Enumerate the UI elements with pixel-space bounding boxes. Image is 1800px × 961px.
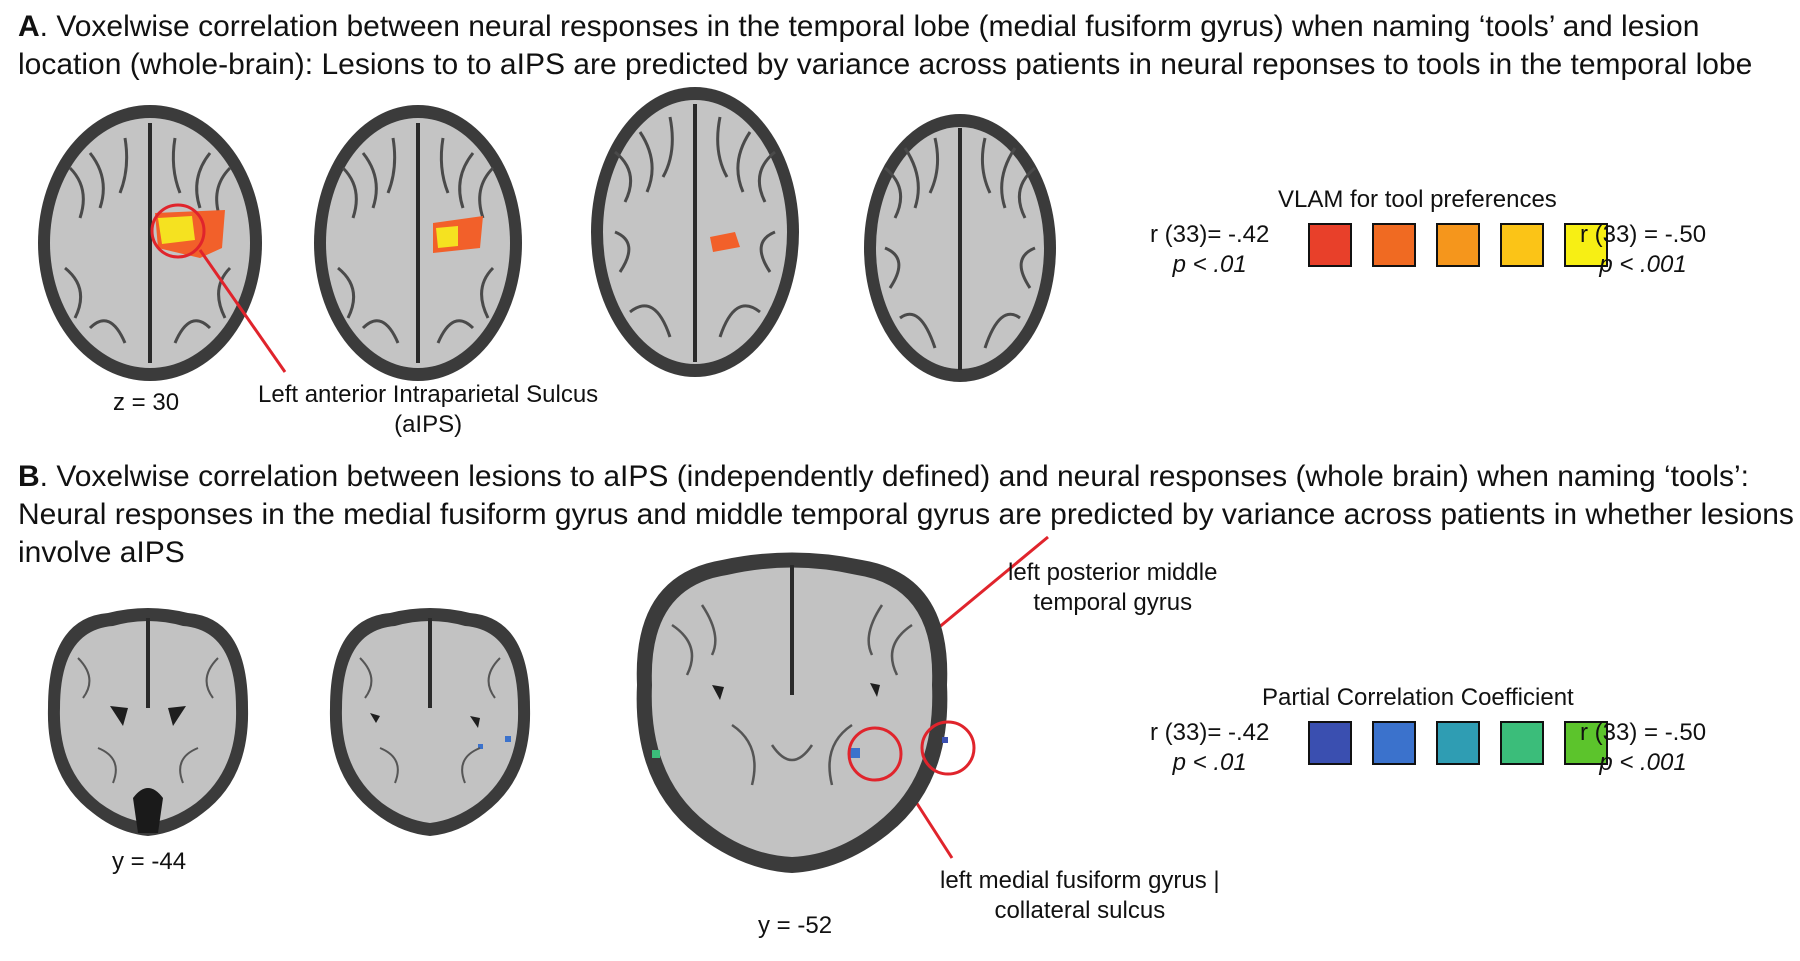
fusiform-annotation: left medial fusiform gyrus | collateral … (940, 866, 1220, 926)
panel-a-caption-text: . Voxelwise correlation between neural r… (18, 10, 1753, 81)
scale-b-right-p: p < .001 (1599, 749, 1687, 776)
scale-a-right-r: r (33) = -.50 (1580, 221, 1707, 248)
mtg-annotation-line2: temporal gyrus (1033, 589, 1193, 616)
scale-a-swatch (1372, 223, 1416, 267)
scale-a-right-stat: r (33) = -.50 p < .001 (1580, 220, 1706, 280)
axial-slice-2 (314, 105, 522, 381)
scale-b-right-stat: r (33) = -.50 p < .001 (1580, 718, 1706, 778)
slice-label-y-52: y = -52 (758, 912, 833, 939)
slice-label-y-44: y = -44 (112, 848, 187, 875)
scale-a-swatch (1500, 223, 1544, 267)
scale-b-swatches (1308, 721, 1608, 765)
scale-b-swatch (1500, 721, 1544, 765)
panel-b-caption-text: . Voxelwise correlation between lesions … (18, 460, 1794, 569)
panel-b-letter: B (18, 460, 40, 493)
panel-b-caption: B. Voxelwise correlation between lesions… (18, 458, 1798, 572)
mtg-annotation-line1: left posterior middle (1008, 559, 1218, 586)
aips-annotation-line1: Left anterior Intraparietal Sulcus (258, 381, 599, 408)
scale-a-swatches (1308, 223, 1608, 267)
mtg-annotation: left posterior middle temporal gyrus (1008, 558, 1217, 618)
aips-annotation-line2: (aIPS) (394, 411, 463, 438)
axial-slice-3 (591, 87, 799, 377)
panel-a-caption: A. Voxelwise correlation between neural … (18, 8, 1798, 84)
slice-label-z30: z = 30 (113, 389, 180, 416)
scale-a-swatch (1564, 223, 1608, 267)
scale-b-swatch (1308, 721, 1352, 765)
scale-a-left-r: r (33)= -.42 (1150, 221, 1270, 248)
panel-a-letter: A (18, 10, 40, 43)
coronal-slice-3 (636, 552, 948, 873)
scale-b-swatch (1372, 721, 1416, 765)
aips-annotation: Left anterior Intraparietal Sulcus (aIPS… (258, 380, 598, 440)
scale-b-swatch (1564, 721, 1608, 765)
scale-b-title: Partial Correlation Coefficient (1262, 684, 1574, 711)
scale-b-right-r: r (33) = -.50 (1580, 719, 1707, 746)
fusiform-annotation-line2: collateral sulcus (994, 897, 1166, 924)
axial-slice-4 (864, 114, 1056, 382)
scale-a-swatch (1308, 223, 1352, 267)
scale-a-left-stat: r (33)= -.42 p < .01 (1150, 220, 1269, 280)
scale-a-swatch (1436, 223, 1480, 267)
scale-b-left-r: r (33)= -.42 (1150, 719, 1270, 746)
scale-b-swatch (1436, 721, 1480, 765)
fusiform-annotation-line1: left medial fusiform gyrus | (940, 867, 1220, 894)
axial-slice-1 (38, 105, 262, 381)
scale-a-title: VLAM for tool preferences (1278, 186, 1557, 213)
scale-b-left-p: p < .01 (1172, 749, 1247, 776)
coronal-slice-1 (47, 608, 249, 836)
scale-a-left-p: p < .01 (1172, 251, 1247, 278)
coronal-slice-2 (329, 608, 531, 836)
scale-a-right-p: p < .001 (1599, 251, 1687, 278)
scale-b-left-stat: r (33)= -.42 p < .01 (1150, 718, 1269, 778)
